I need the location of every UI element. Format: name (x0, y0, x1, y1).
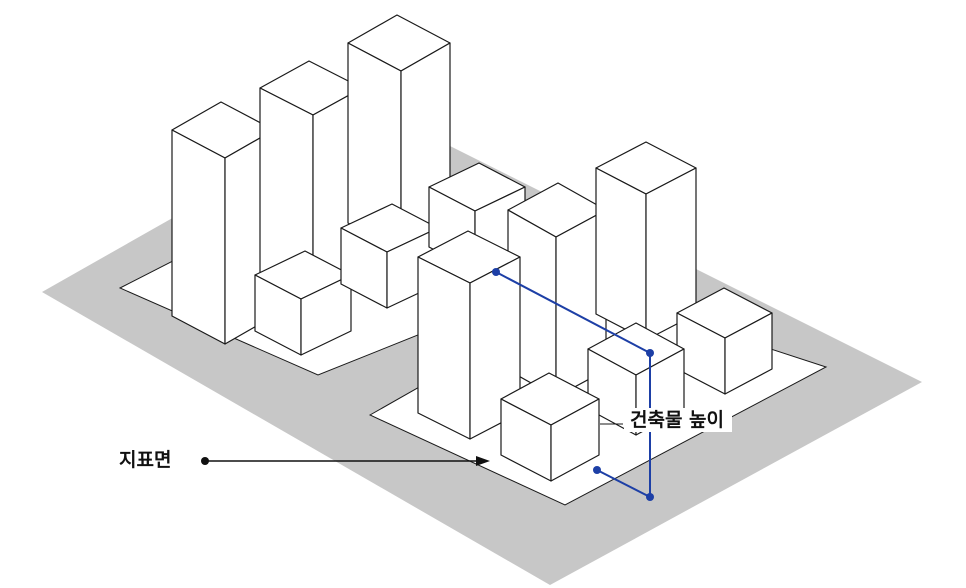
buildings-group (171, 14, 773, 482)
building-front-tall-left-wall (417, 256, 471, 440)
building-right-tall-left-wall (595, 167, 647, 341)
building-back-small-1-right-wall (300, 274, 352, 356)
ground-pointer-arrow (201, 456, 490, 466)
height-top-point (492, 268, 500, 276)
building-back-tall-1-left-wall (171, 129, 226, 345)
building-height-label: 건축물 높이 (624, 408, 733, 432)
building-right-tall (595, 141, 697, 341)
building-front-small-left (500, 372, 600, 482)
building-back-tall-3 (347, 14, 451, 252)
building-front-tall (417, 230, 521, 440)
building-front-small-left-right-wall (550, 398, 600, 482)
building-back-small-1 (254, 250, 352, 356)
height-bottom-corner-point (646, 493, 654, 501)
building-right-small (676, 287, 773, 395)
building-back-small-2 (340, 203, 439, 309)
ground-surface-label: 지표면 (119, 449, 172, 471)
height-top-corner-point (646, 349, 654, 357)
building-right-small-right-wall (724, 312, 773, 395)
height-base-point (593, 466, 601, 474)
